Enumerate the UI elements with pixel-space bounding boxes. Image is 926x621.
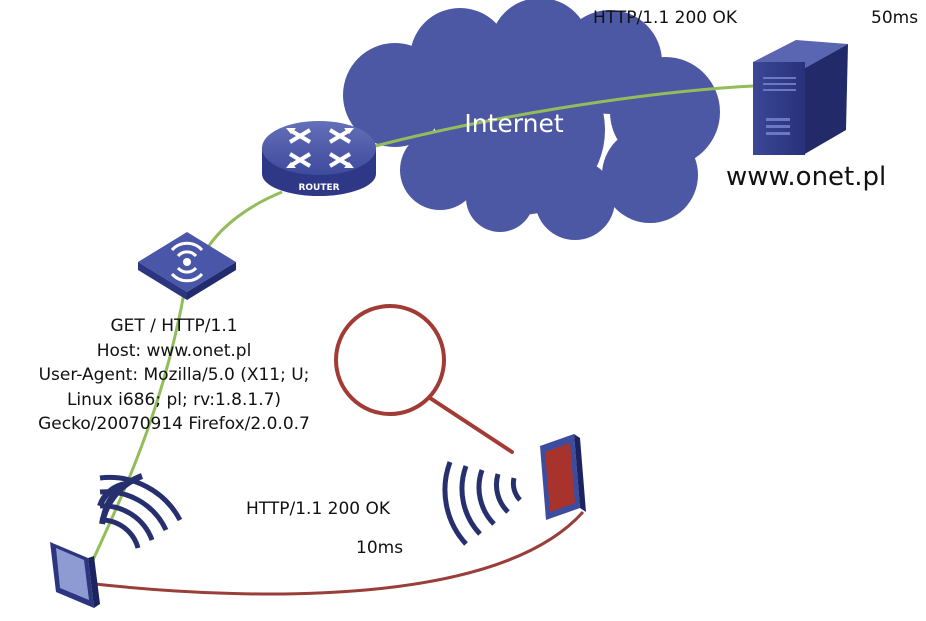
tablet-client-icon [50,542,100,608]
request-line-user-agent: User-Agent: Mozilla/5.0 (X11; U; [38,365,310,386]
cloud-label: Internet [464,109,563,138]
link-router-access-point [204,190,283,251]
tablet-attacker-icon [540,434,586,520]
request-line-method: GET / HTTP/1.1 [110,316,238,336]
attacker-response-text: HTTP/1.1 200 OK [246,499,391,519]
link-client-attacker [94,510,585,596]
router-icon [262,121,376,196]
client-signal-arcs [99,474,183,549]
server-latency-text: 50ms [871,8,919,28]
attacker-latency-text: 10ms [356,538,404,558]
server-response-text: HTTP/1.1 200 OK [593,8,738,28]
attacker-signal-icon [442,461,522,546]
server-name: www.onet.pl [726,162,887,192]
wired-links [90,84,754,563]
link-server-router [359,84,754,152]
magnifying-glass-icon [334,304,514,454]
cloud-icon [343,0,720,240]
router-label: ROUTER [298,183,339,193]
wireless-access-point-icon [138,232,236,300]
http-request-text: GET / HTTP/1.1 Host: www.onet.pl User-Ag… [0,314,348,437]
request-line-platform: Linux i686; pl; rv:1.8.1.7) [66,389,282,410]
server-icon [753,40,848,155]
request-line-browser: Gecko/20070914 Firefox/2.0.0.7 [38,414,310,435]
link-access-point-client [90,287,187,563]
request-line-host: Host: www.onet.pl [96,340,252,361]
